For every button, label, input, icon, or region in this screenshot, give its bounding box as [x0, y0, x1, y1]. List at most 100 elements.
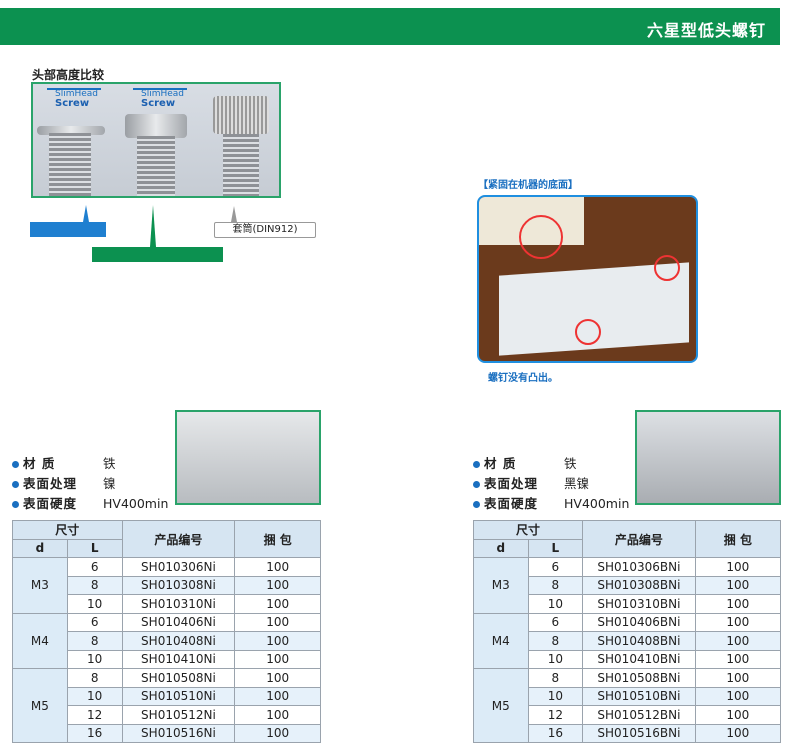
- pack-header: 捆 包: [234, 520, 321, 558]
- d-cell: M4: [12, 612, 68, 669]
- length-cell: 16: [66, 723, 123, 743]
- spec-value: 铁: [564, 456, 577, 471]
- part-no-cell: SH010516Ni: [121, 723, 236, 743]
- pack-cell: 100: [694, 705, 782, 725]
- din912-screw-head: [213, 96, 269, 134]
- part-no-cell: SH010508Ni: [121, 668, 236, 688]
- slim-screw-head: [37, 126, 105, 135]
- part-no-cell: SH010306BNi: [582, 557, 696, 577]
- part-no-cell: SH010308Ni: [121, 575, 236, 595]
- spec-label: 材 质: [23, 456, 56, 471]
- length-cell: 6: [66, 557, 123, 577]
- spec-row: 表面硬度 HV400min: [12, 494, 168, 514]
- length-cell: 10: [527, 594, 584, 614]
- pack-cell: 100: [694, 594, 782, 614]
- pack-cell: 100: [234, 649, 321, 669]
- d-cell: M5: [473, 668, 529, 743]
- device-caption-top: 【紧固在机器的底面】: [478, 180, 578, 191]
- length-cell: 8: [66, 575, 123, 595]
- part-no-cell: SH010510BNi: [582, 686, 696, 706]
- length-cell: 8: [527, 668, 584, 688]
- size-header: 尺寸: [12, 520, 123, 540]
- part-no-cell: SH010406BNi: [582, 612, 696, 632]
- pack-header: 捆 包: [694, 520, 782, 558]
- length-cell: 8: [66, 631, 123, 651]
- pack-cell: 100: [234, 557, 321, 577]
- part-no-cell: SH010310BNi: [582, 594, 696, 614]
- pack-cell: 100: [234, 594, 321, 614]
- part-no-cell: SH010512BNi: [582, 705, 696, 725]
- length-cell: 10: [66, 686, 123, 706]
- part-no-header: 产品编号: [582, 520, 696, 558]
- l-header: L: [66, 538, 123, 558]
- bullet-icon: [12, 460, 19, 468]
- length-cell: 12: [527, 705, 584, 725]
- length-cell: 6: [66, 612, 123, 632]
- length-cell: 16: [527, 723, 584, 743]
- d-header: d: [473, 538, 529, 558]
- pack-cell: 100: [234, 631, 321, 651]
- part-no-cell: SH010410Ni: [121, 649, 236, 669]
- device-bottom-photo: [477, 195, 698, 363]
- pack-cell: 100: [234, 723, 321, 743]
- length-cell: 6: [527, 557, 584, 577]
- slimhead-height-bar: [30, 222, 106, 237]
- part-no-header: 产品编号: [121, 520, 236, 558]
- part-no-cell: SH010510Ni: [121, 686, 236, 706]
- d-cell: M3: [473, 557, 529, 614]
- pack-cell: 100: [694, 668, 782, 688]
- length-cell: 8: [527, 575, 584, 595]
- d-cell: M3: [12, 557, 68, 614]
- part-no-cell: SH010408Ni: [121, 631, 236, 651]
- part-no-cell: SH010512Ni: [121, 705, 236, 725]
- part-no-cell: SH010308BNi: [582, 575, 696, 595]
- part-no-cell: SH010310Ni: [121, 594, 236, 614]
- low-screw-head: [125, 114, 187, 138]
- spec-label: 表面处理: [484, 476, 539, 491]
- pack-cell: 100: [694, 557, 782, 577]
- bullet-icon: [12, 500, 19, 508]
- spec-value: HV400min: [103, 496, 169, 511]
- spec-label: 材 质: [484, 456, 517, 471]
- pack-cell: 100: [234, 705, 321, 725]
- length-cell: 10: [527, 649, 584, 669]
- length-cell: 10: [66, 594, 123, 614]
- pack-cell: 100: [694, 686, 782, 706]
- length-cell: 8: [527, 631, 584, 651]
- part-no-cell: SH010508BNi: [582, 668, 696, 688]
- nickel-screws-photo: [175, 410, 321, 505]
- part-no-cell: SH010406Ni: [121, 612, 236, 632]
- section-banner: 六星型低头螺钉: [0, 8, 780, 45]
- bullet-icon: [473, 460, 480, 468]
- d-cell: M4: [473, 612, 529, 669]
- spec-value: 铁: [103, 456, 116, 471]
- length-cell: 10: [66, 649, 123, 669]
- black-nickel-screws-photo: [635, 410, 781, 505]
- pack-cell: 100: [234, 575, 321, 595]
- spec-label: 表面处理: [23, 476, 78, 491]
- spec-label: 表面硬度: [23, 496, 78, 511]
- size-header: 尺寸: [472, 520, 584, 540]
- d-cell: M5: [12, 668, 68, 743]
- pack-cell: 100: [694, 612, 782, 632]
- pack-cell: 100: [694, 631, 782, 651]
- spec-value: 黑镍: [564, 476, 590, 491]
